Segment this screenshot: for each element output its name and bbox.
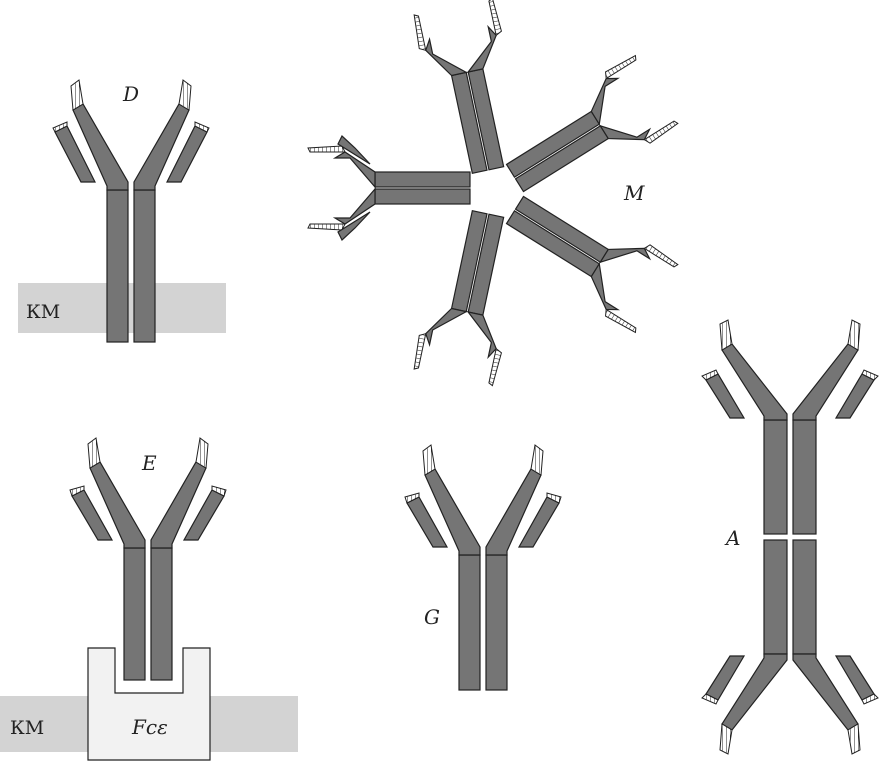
antibody-g: G [404,444,562,691]
antibody-a: A [701,319,879,755]
antibody-m: M [307,0,679,387]
antibody-d: КМ D [18,79,226,343]
label-m: M [623,181,645,205]
membrane-label-bottom: КМ [10,717,44,739]
label-a: A [724,526,740,550]
label-d: D [122,82,139,106]
antibody-e: КМ Fcε E [0,437,298,761]
label-fc-epsilon: Fcε [131,715,168,739]
fc-epsilon-receptor [87,647,211,761]
label-g: G [424,605,440,629]
label-e: E [141,451,157,475]
membrane-label-top: КМ [26,301,60,323]
